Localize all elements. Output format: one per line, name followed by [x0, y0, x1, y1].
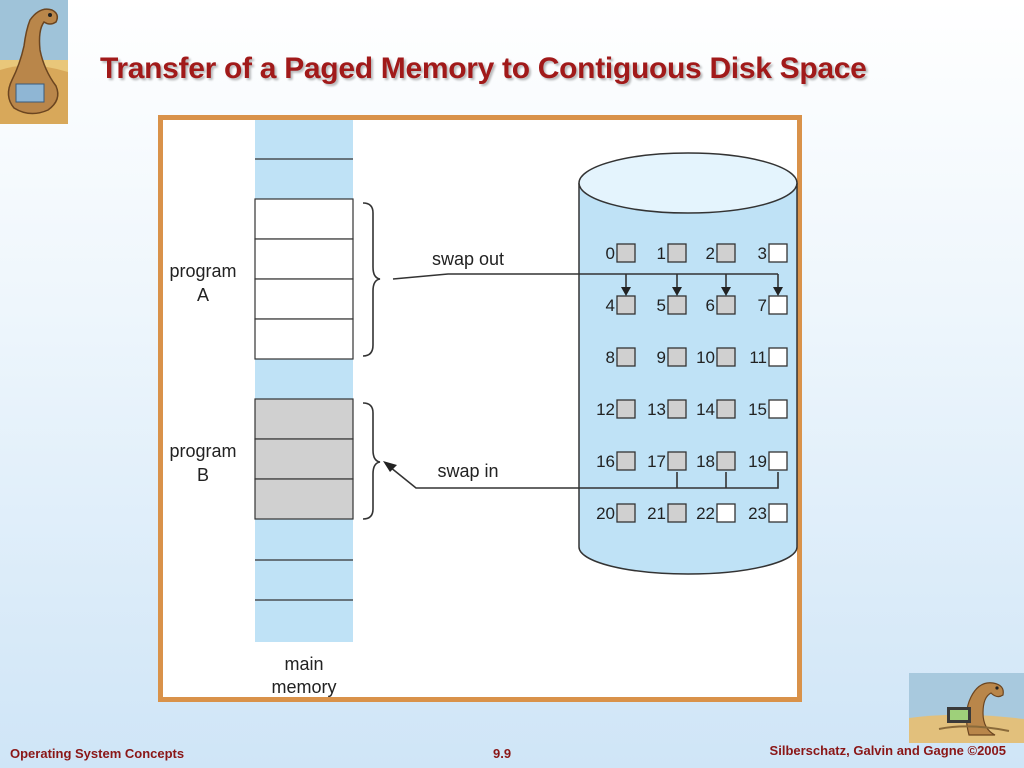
program-b-brace [362, 402, 381, 520]
program-b-page [254, 478, 354, 520]
disk-block-number: 21 [647, 504, 666, 523]
program-a-page [254, 198, 354, 240]
disk-block-number: 4 [606, 296, 615, 315]
disk-block [768, 503, 788, 523]
footer-page-number: 9.9 [493, 746, 512, 761]
program-a-label: program [169, 261, 236, 281]
disk-block-number: 8 [606, 348, 615, 367]
disk-block-number: 0 [606, 244, 615, 263]
disk-block [768, 451, 788, 471]
disk-block-number: 5 [657, 296, 666, 315]
disk-block-number: 3 [758, 244, 767, 263]
program-a-page [254, 278, 354, 320]
memory-column [255, 120, 353, 642]
disk-block-number: 6 [706, 296, 715, 315]
swap-out-label: swap out [432, 249, 504, 269]
disk [578, 152, 798, 575]
program-b-label: B [197, 465, 209, 485]
program-a-page [254, 318, 354, 360]
main-memory [254, 120, 354, 642]
disk-block [616, 451, 636, 471]
disk-block-number: 2 [706, 244, 715, 263]
disk-block [768, 243, 788, 263]
disk-block [667, 503, 687, 523]
disk-block [716, 399, 736, 419]
disk-block-number: 12 [596, 400, 615, 419]
disk-block [616, 347, 636, 367]
disk-block [716, 295, 736, 315]
disk-block-number: 11 [749, 348, 767, 367]
disk-block [716, 503, 736, 523]
footer-copyright: Silberschatz, Galvin and Gagne ©2005 [769, 743, 1006, 758]
swap-diagram: main memory program A program B swap out… [169, 120, 798, 697]
disk-block [667, 243, 687, 263]
disk-block-number: 10 [696, 348, 715, 367]
disk-block-number: 16 [596, 452, 615, 471]
program-a-brace [362, 202, 381, 357]
disk-block-number: 23 [748, 504, 767, 523]
disk-block [616, 503, 636, 523]
disk-block [667, 451, 687, 471]
disk-block [616, 399, 636, 419]
footer-book-title: Operating System Concepts [10, 746, 185, 761]
disk-block [768, 295, 788, 315]
main-memory-label: memory [271, 677, 336, 697]
program-a-label: A [197, 285, 209, 305]
slide-title: Transfer of a Paged Memory to Contiguous… [100, 52, 867, 85]
disk-block [616, 243, 636, 263]
disk-block [716, 451, 736, 471]
disk-block [716, 347, 736, 367]
disk-block [667, 295, 687, 315]
program-b-page [254, 438, 354, 480]
disk-block-number: 15 [748, 400, 767, 419]
disk-block [616, 295, 636, 315]
swap-in-arrow [383, 461, 779, 489]
disk-block-number: 1 [657, 244, 666, 263]
program-a-page [254, 238, 354, 280]
disk-block-number: 19 [748, 452, 767, 471]
disk-block-number: 9 [657, 348, 666, 367]
disk-block-number: 20 [596, 504, 615, 523]
disk-block-number: 22 [696, 504, 715, 523]
disk-block [667, 347, 687, 367]
dinosaur-laptop-logo-icon [909, 673, 1024, 743]
dinosaur-logo-icon [0, 0, 68, 124]
program-b-label: program [169, 441, 236, 461]
disk-block-number: 13 [647, 400, 666, 419]
disk-block [768, 347, 788, 367]
disk-block-number: 18 [696, 452, 715, 471]
program-b-page [254, 398, 354, 440]
disk-block-number: 14 [696, 400, 715, 419]
disk-block-number: 7 [758, 296, 767, 315]
swap-in-label: swap in [437, 461, 498, 481]
swap-out-arrow [392, 273, 783, 296]
disk-block-number: 17 [647, 452, 666, 471]
disk-block [667, 399, 687, 419]
disk-block [716, 243, 736, 263]
disk-block [768, 399, 788, 419]
main-memory-label: main [284, 654, 323, 674]
